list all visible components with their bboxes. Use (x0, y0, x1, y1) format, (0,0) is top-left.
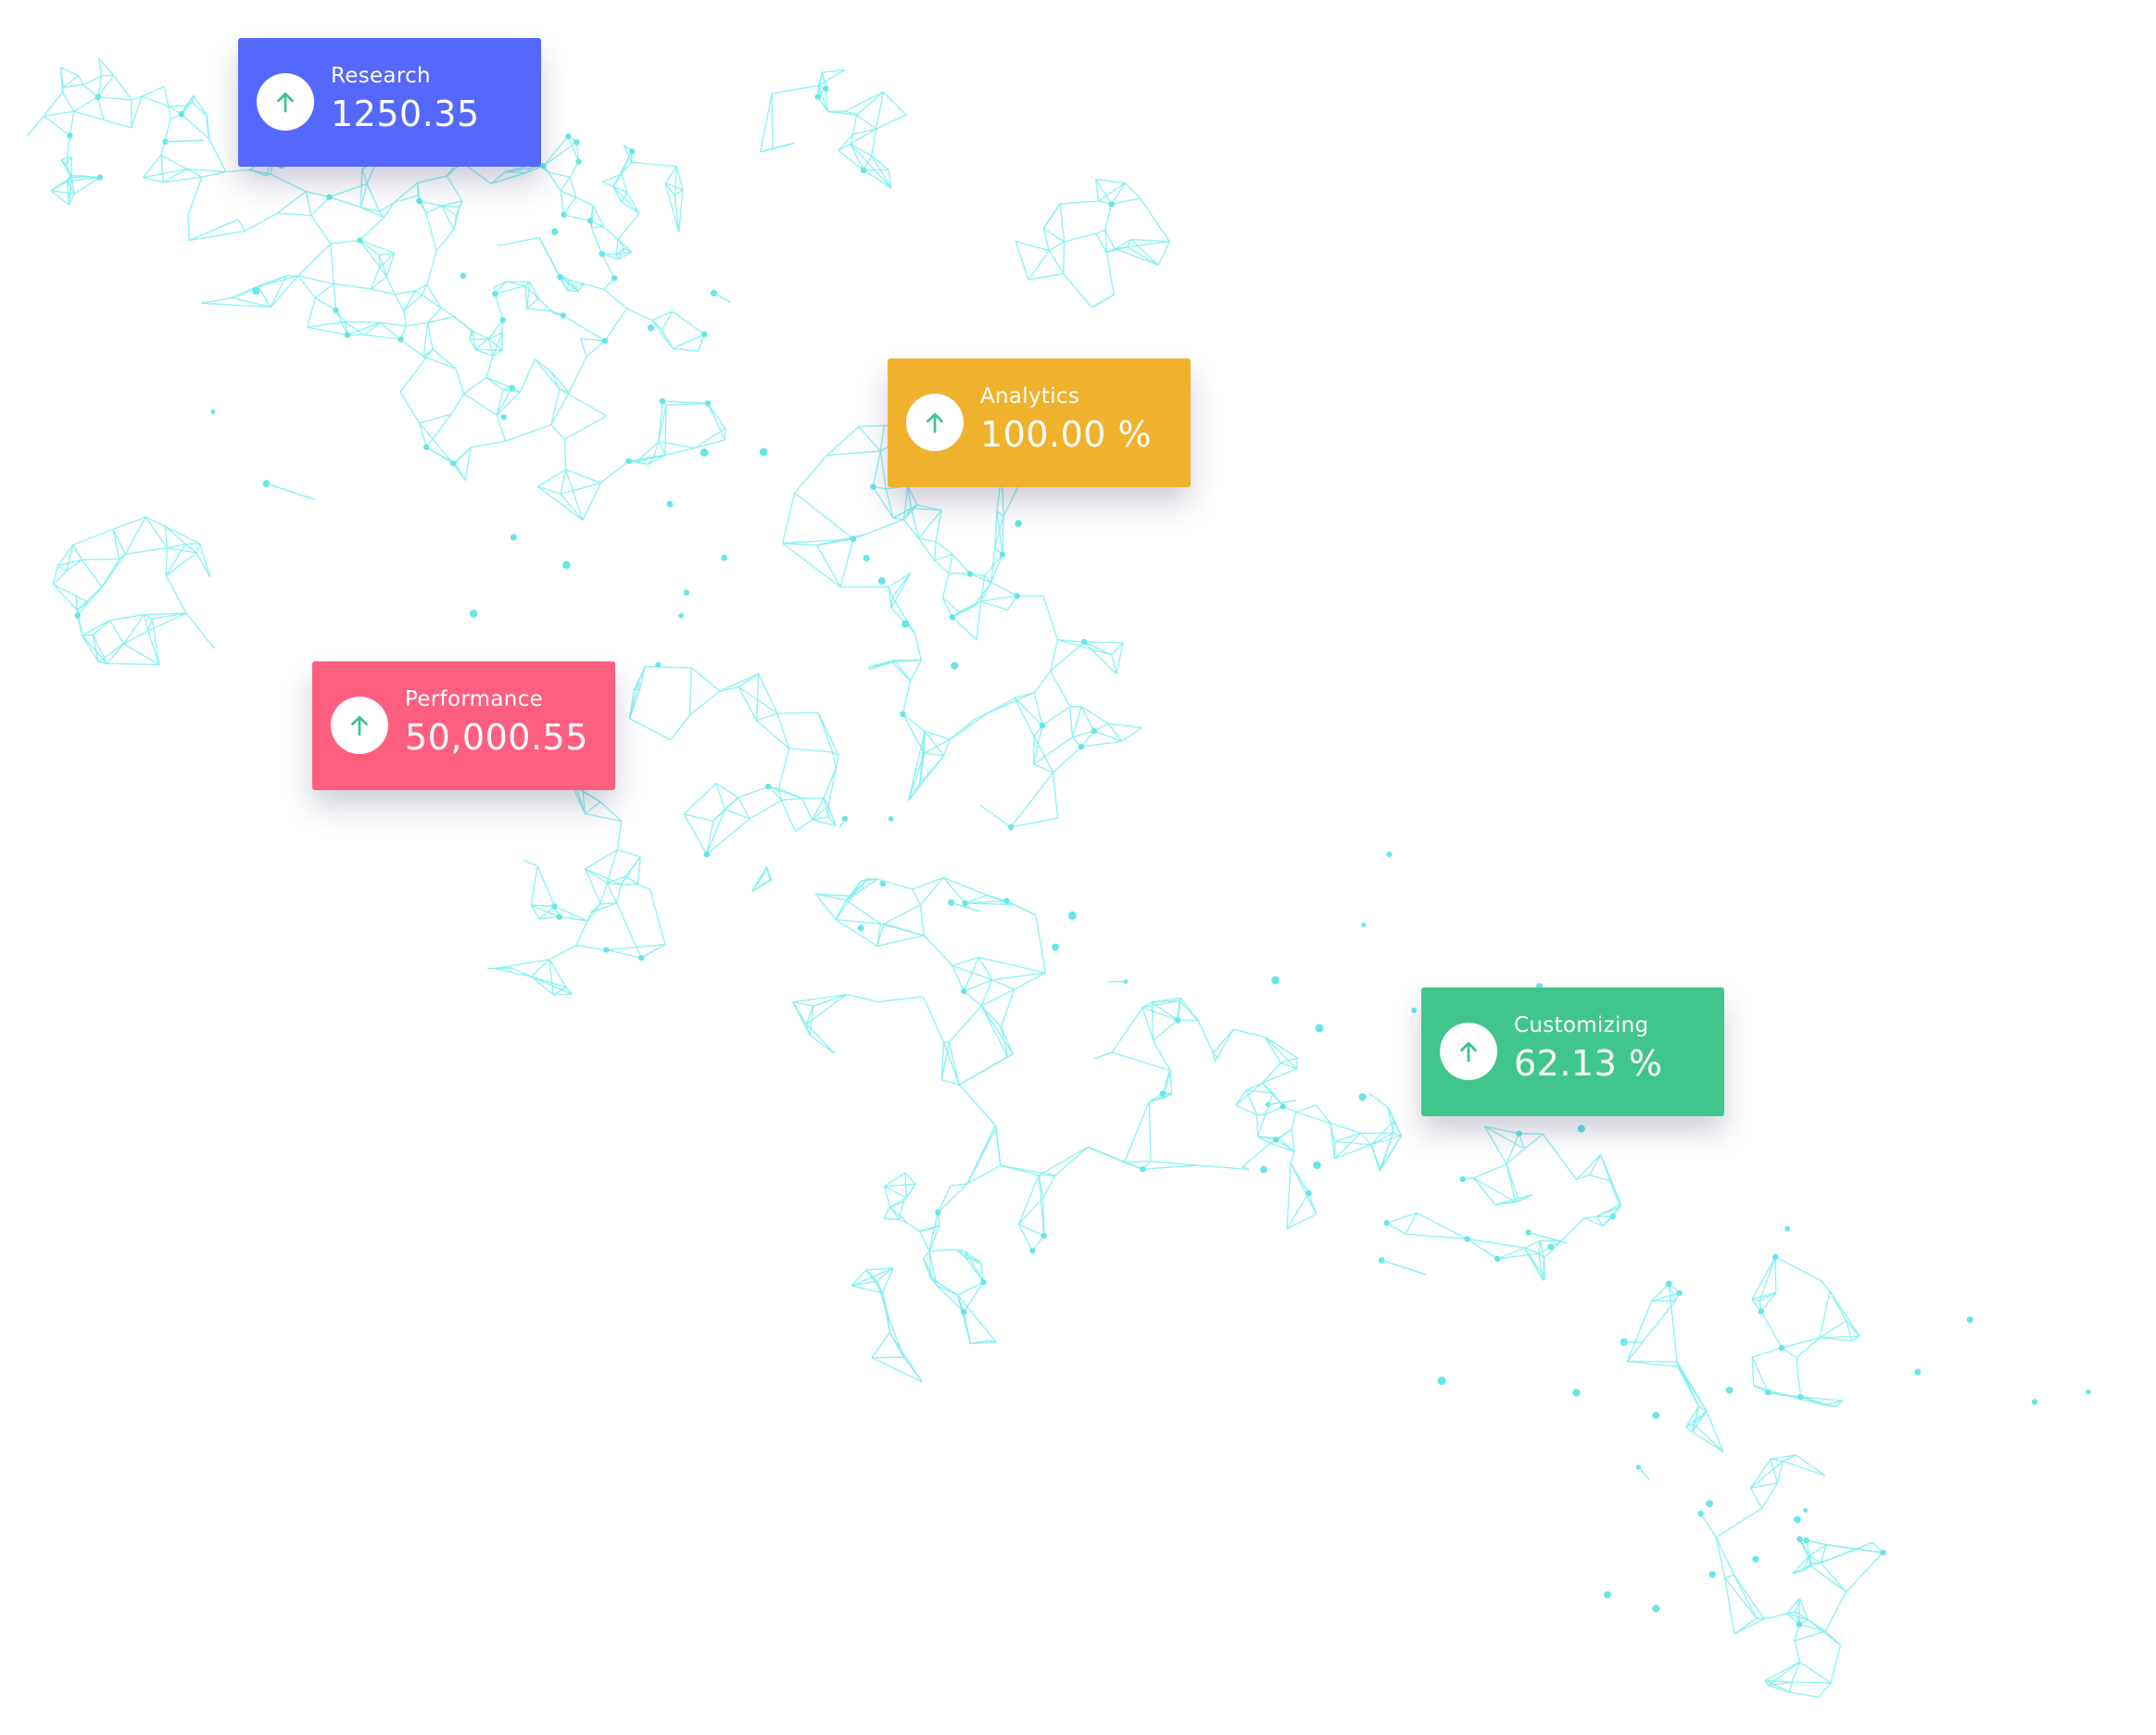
arrow-badge (331, 697, 388, 754)
arrow-badge (906, 394, 964, 451)
stat-value: 50,000.55 (405, 717, 588, 758)
arrow-up-icon (927, 412, 943, 434)
stat-card-customizing[interactable]: Customizing 62.13 % (1421, 987, 1724, 1116)
stat-label: Customizing (1514, 1013, 1649, 1037)
arrow-up-icon (351, 715, 368, 736)
stat-label: Research (331, 64, 431, 88)
stat-card-analytics[interactable]: Analytics 100.00 % (888, 358, 1191, 487)
stat-card-performance[interactable]: Performance 50,000.55 (312, 661, 615, 790)
stat-value: 62.13 % (1514, 1043, 1663, 1084)
arrow-badge (257, 73, 314, 131)
arrow-up-icon (277, 92, 294, 113)
arrow-badge (1440, 1023, 1497, 1080)
stat-label: Performance (405, 687, 544, 711)
stat-card-research[interactable]: Research 1250.35 (238, 38, 541, 167)
stat-value: 100.00 % (980, 414, 1153, 455)
stat-label: Analytics (980, 384, 1080, 409)
arrow-up-icon (1460, 1041, 1477, 1062)
stat-value: 1250.35 (331, 94, 480, 134)
